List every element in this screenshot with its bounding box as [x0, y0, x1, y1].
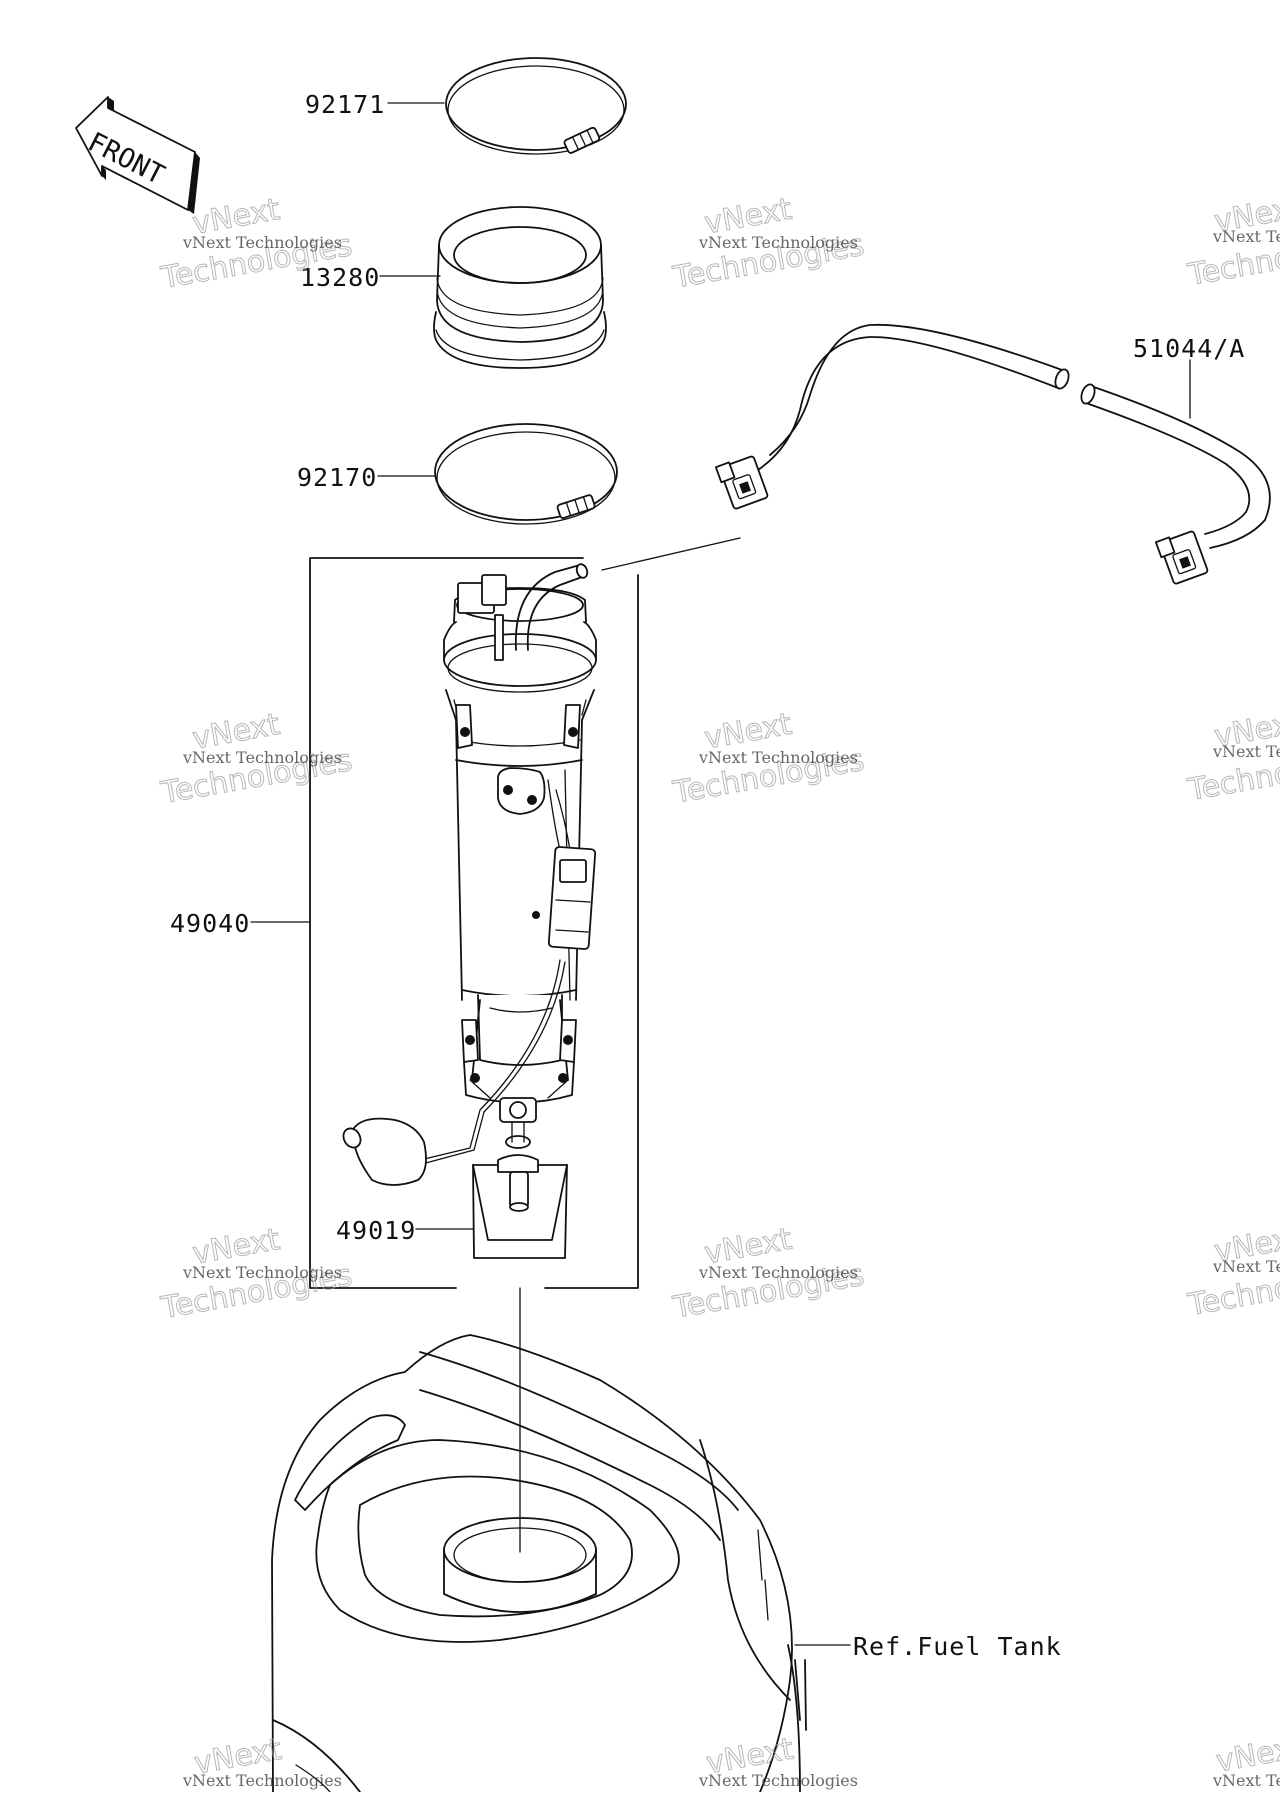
watermark-text-2: vNext Technologies	[698, 233, 858, 252]
watermark-text-8: vNext Technologies	[698, 1263, 858, 1282]
fuel-strainer-49019	[472, 1121, 568, 1259]
fuel-hose-51044	[714, 323, 1271, 585]
watermark-text-3: vNext Technologies	[1212, 227, 1280, 246]
fuel-tank-reference	[271, 1334, 807, 1793]
watermark-text-1: vNext Technologies	[182, 233, 342, 252]
clamp-92171	[445, 57, 627, 155]
watermark-text-7: vNext Technologies	[182, 1263, 342, 1282]
watermark-group: vNext Technologies vNext Technologies vN…	[157, 189, 1280, 1790]
callout-49040: 49040	[170, 909, 250, 938]
fuel-pump-body	[342, 563, 597, 1186]
watermark-text-10: vNext Technologies	[182, 1771, 342, 1790]
watermark-text-12: vNext Technologies	[1212, 1771, 1280, 1790]
watermark-text-6: vNext Technologies	[1212, 742, 1280, 761]
callout-92170: 92170	[297, 463, 377, 492]
watermark-text-4: vNext Technologies	[182, 748, 342, 767]
assembly-bracket-49040	[309, 537, 741, 1553]
callout-51044a: 51044/A	[1133, 334, 1245, 363]
leader-lines	[250, 102, 1191, 1646]
callout-13280: 13280	[300, 263, 380, 292]
reference-fuel-tank-label: Ref.Fuel Tank	[853, 1632, 1062, 1661]
callout-49019: 49019	[336, 1216, 416, 1245]
clamp-92170	[434, 423, 618, 525]
watermark-text-11: vNext Technologies	[698, 1771, 858, 1790]
grommet-13280	[433, 206, 607, 369]
callout-92171: 92171	[305, 90, 385, 119]
front-arrow: FRONT	[75, 96, 200, 214]
watermark-text-9: vNext Technologies	[1212, 1257, 1280, 1276]
watermark-text-5: vNext Technologies	[698, 748, 858, 767]
